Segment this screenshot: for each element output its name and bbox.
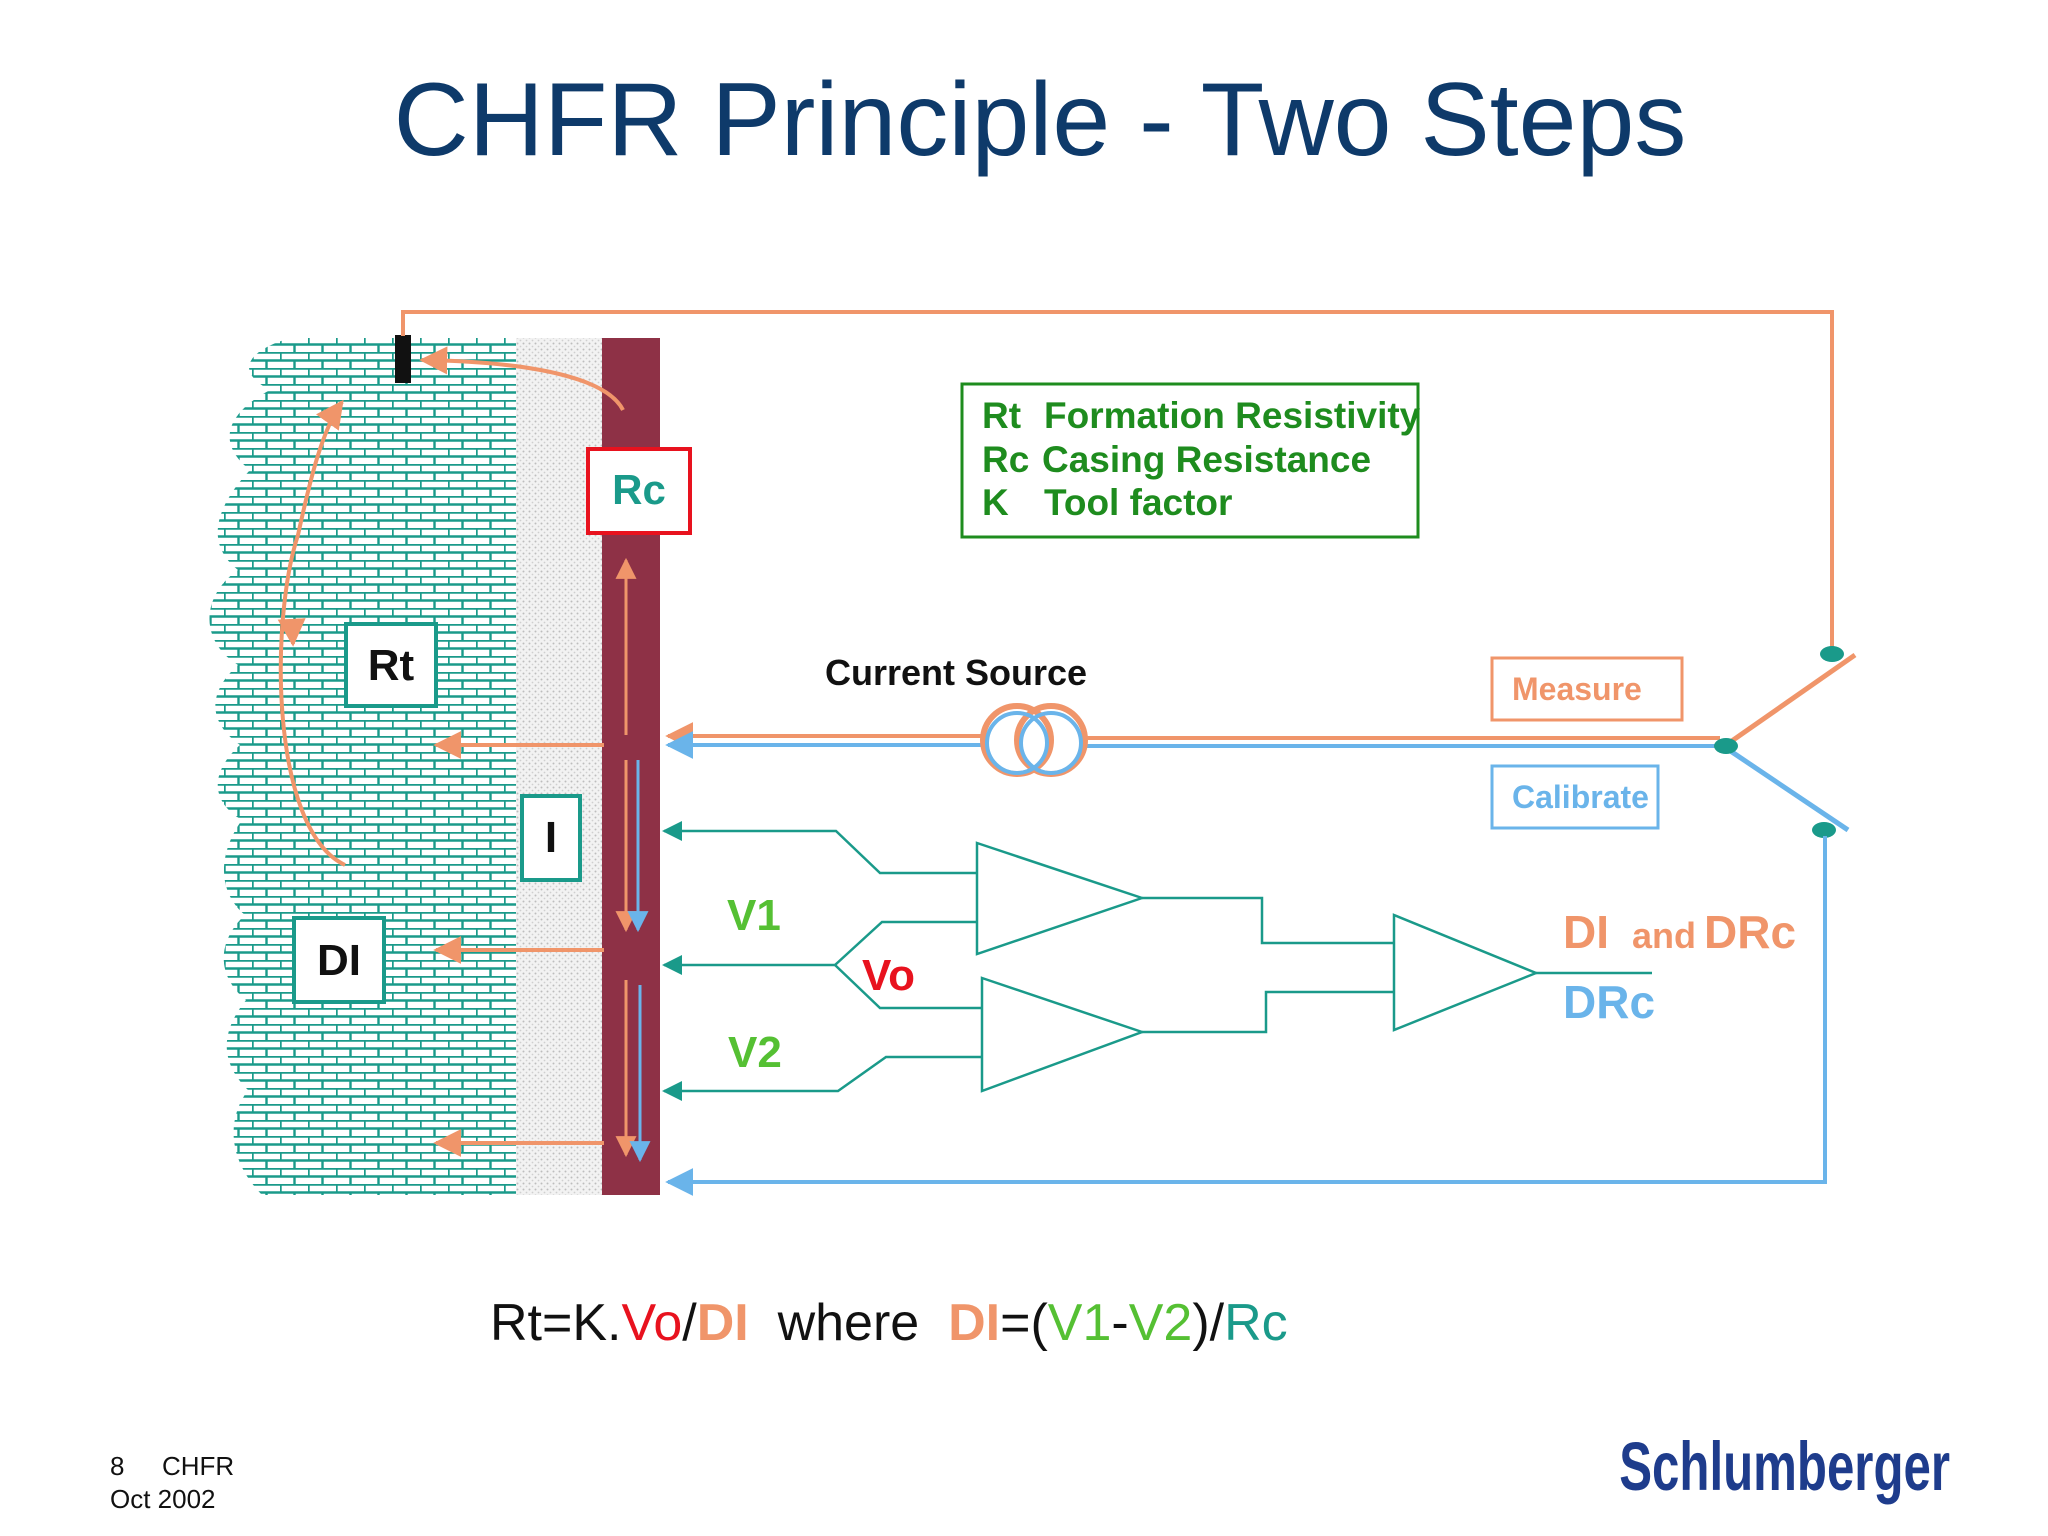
legend-desc-k: Tool factor xyxy=(1044,482,1232,523)
legend-sym-rt: Rt xyxy=(982,395,1021,436)
v1-label: V1 xyxy=(727,891,781,940)
legend-sym-rc: Rc xyxy=(982,439,1029,480)
rt-box xyxy=(344,622,438,708)
formula: Rt=K.Vo/DI where DI=(V1-V2)/Rc xyxy=(490,1294,1288,1352)
current-source-coil-2-blue xyxy=(1019,711,1083,775)
footer-date: Oct 2002 xyxy=(110,1484,216,1514)
measure-box xyxy=(1490,656,1684,722)
amp-top-output xyxy=(1142,896,1394,945)
formula-slash: / xyxy=(682,1294,697,1352)
footer-doc-name: CHFR xyxy=(162,1451,234,1481)
brand-logo: Schlumberger xyxy=(1619,1428,1950,1505)
amp-bottom-output xyxy=(1142,990,1394,1034)
vo-label: Vo xyxy=(862,951,915,1000)
measure-label: Measure xyxy=(1512,671,1642,707)
legend-sym-k: K xyxy=(982,482,1009,523)
formula-minus: - xyxy=(1111,1294,1128,1352)
return-wire xyxy=(401,310,1834,652)
output-di: DI xyxy=(1563,906,1609,958)
formula-close: )/ xyxy=(1192,1294,1224,1352)
formula-di: DI xyxy=(697,1294,749,1352)
di-label: DI xyxy=(317,936,361,985)
switch-contact-measure xyxy=(1820,646,1844,662)
legend-box: Rt Formation Resistivity Rc Casing Resis… xyxy=(960,382,1421,539)
vo-lead-upper xyxy=(834,920,977,966)
v2-label: V2 xyxy=(728,1028,782,1077)
page-title: CHFR Principle - Two Steps xyxy=(394,62,1687,178)
formula-v2: V2 xyxy=(1129,1294,1193,1352)
legend-desc-rt: Formation Resistivity xyxy=(1044,395,1421,436)
formula-where: where xyxy=(749,1294,948,1352)
rc-box xyxy=(586,447,692,535)
i-box xyxy=(520,794,582,882)
switch-measure-arm xyxy=(1724,652,1857,748)
amplifier-top xyxy=(975,841,1146,956)
output-drc-orange: DRc xyxy=(1704,906,1796,958)
switch-pivot xyxy=(1714,738,1738,754)
current-source-label: Current Source xyxy=(825,652,1087,693)
amplifier-differential xyxy=(1392,913,1540,1032)
rt-label: Rt xyxy=(368,641,415,690)
v2-lead-bottom xyxy=(662,1055,982,1101)
vo-lead-lower xyxy=(834,964,982,1010)
calibrate-box xyxy=(1490,764,1660,830)
formula-di-2: DI xyxy=(948,1294,1000,1352)
current-return-arrow xyxy=(419,346,625,411)
surface-electrode xyxy=(395,335,411,383)
calibrate-label: Calibrate xyxy=(1512,779,1649,815)
calibrate-return-wire xyxy=(665,836,1827,1196)
rc-label: Rc xyxy=(612,466,666,513)
formula-eq: =( xyxy=(1000,1294,1048,1352)
formula-vo: Vo xyxy=(622,1294,683,1352)
formula-v1: V1 xyxy=(1048,1294,1112,1352)
i-label: I xyxy=(545,813,557,862)
amplifier-bottom xyxy=(980,976,1146,1093)
formation-current-arc xyxy=(278,399,346,867)
formula-rc: Rc xyxy=(1224,1294,1288,1352)
v1-lead-top xyxy=(662,821,977,875)
formation-area xyxy=(209,338,520,1195)
formation-up-arrow xyxy=(277,618,306,647)
footer-page-number: 8 xyxy=(110,1451,124,1481)
formula-part-1: Rt=K. xyxy=(490,1294,622,1352)
switch-contact-calibrate xyxy=(1812,822,1836,838)
output-drc-blue: DRc xyxy=(1563,976,1655,1028)
current-source-coil-1-blue xyxy=(985,711,1049,775)
di-box xyxy=(292,916,386,1004)
switch-calibrate-arm xyxy=(1724,745,1850,833)
legend-desc-rc: Casing Resistance xyxy=(1042,439,1371,480)
output-and: and xyxy=(1632,915,1696,956)
